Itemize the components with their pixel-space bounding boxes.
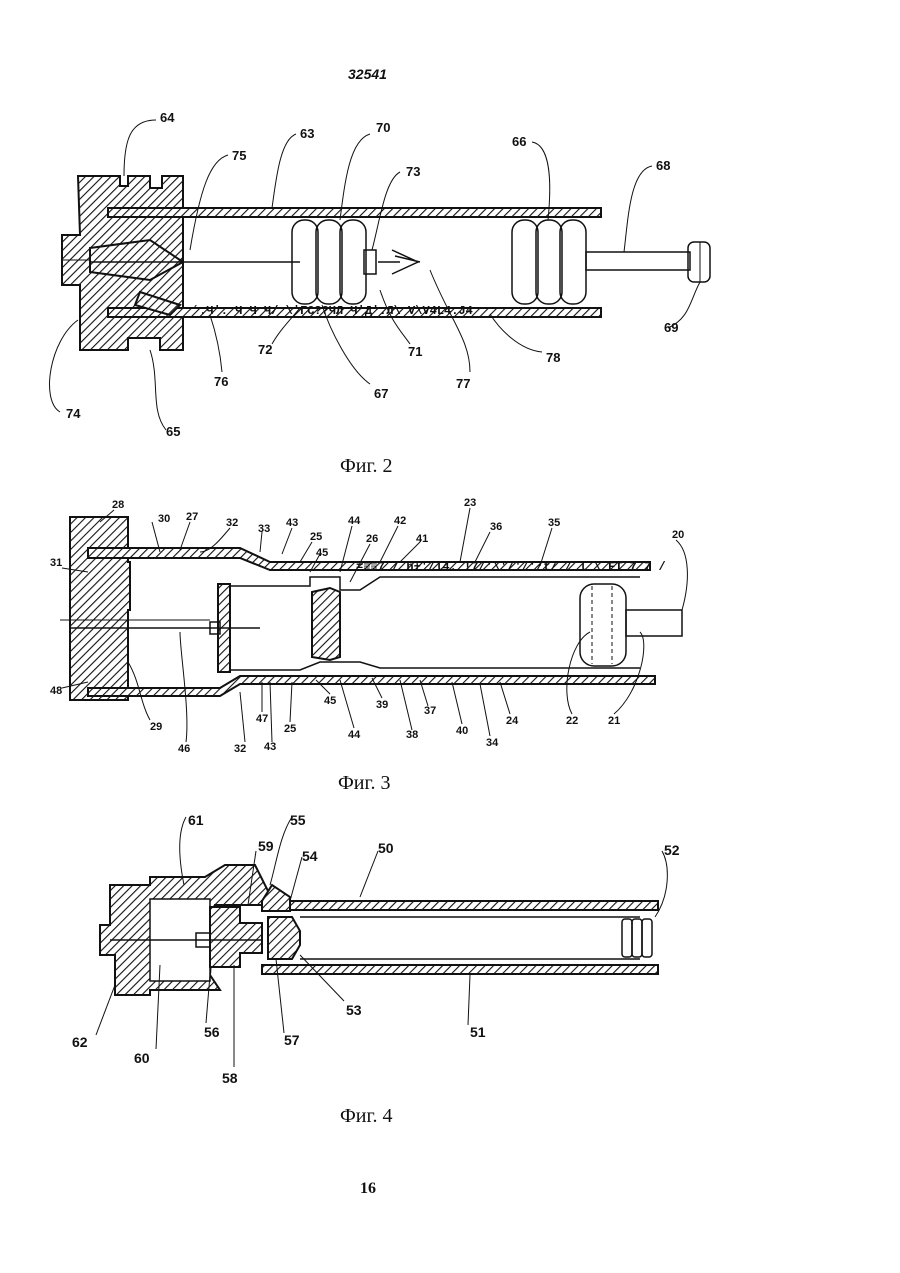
- label-76: 76: [214, 374, 228, 389]
- label-43-top: 43: [286, 517, 298, 529]
- figure-2-caption: Фиг. 2: [340, 455, 392, 478]
- label-48: 48: [50, 685, 62, 697]
- page-number: 16: [360, 1180, 376, 1198]
- label-56: 56: [204, 1024, 220, 1040]
- figure-4-caption: Фиг. 4: [340, 1105, 392, 1128]
- label-70: 70: [376, 120, 390, 135]
- label-78: 78: [546, 350, 560, 365]
- piston-52: [622, 919, 652, 957]
- label-28: 28: [112, 499, 124, 511]
- label-59: 59: [258, 838, 274, 854]
- label-40: 40: [456, 725, 468, 737]
- label-51: 51: [470, 1024, 486, 1040]
- label-34: 34: [486, 737, 499, 749]
- label-58: 58: [222, 1070, 238, 1086]
- label-47: 47: [256, 713, 268, 725]
- label-26: 26: [366, 533, 378, 545]
- figure-3-noise-text: =≡≡7 / h+'/l4. !7/'\'/'/'/t/ / l \ FT 7 …: [356, 560, 666, 574]
- stopper-70: [292, 220, 366, 304]
- document-number: 32541: [348, 66, 387, 82]
- label-25-bottom: 25: [284, 723, 296, 735]
- label-60: 60: [134, 1050, 150, 1066]
- figure-2-noise-text: ˊ.Ч'. Ч Ч Ч/ \'ГС??ЧЛ Ч'Д'.Л\ V\V4L4.J4: [192, 304, 473, 318]
- label-68: 68: [656, 158, 670, 173]
- label-36: 36: [490, 521, 502, 533]
- figure-3-drawing: =≡≡7 / h+'/l4. !7/'\'/'/'/t/ / l \ FT 7 …: [0, 492, 900, 757]
- figure-4-drawing: 61 55 59 54 50 52 62 60 56 58 57 53 51: [0, 805, 900, 1090]
- label-23: 23: [464, 497, 476, 509]
- label-45-top: 45: [316, 547, 328, 559]
- stopper-66: [512, 220, 586, 304]
- label-74: 74: [66, 406, 81, 421]
- label-71: 71: [408, 344, 422, 359]
- label-44-bottom: 44: [348, 729, 361, 741]
- label-57: 57: [284, 1032, 300, 1048]
- label-38: 38: [406, 729, 418, 741]
- label-67: 67: [374, 386, 388, 401]
- label-43-bottom: 43: [264, 741, 276, 753]
- figure-2-drawing: ˊ.Ч'. Ч Ч Ч/ \'ГС??ЧЛ Ч'Д'.Л\ V\V4L4.J4 …: [0, 100, 900, 440]
- label-69: 69: [664, 320, 678, 335]
- label-55: 55: [290, 812, 306, 828]
- label-54: 54: [302, 848, 318, 864]
- label-41: 41: [416, 533, 428, 545]
- label-75: 75: [232, 148, 246, 163]
- label-27: 27: [186, 511, 198, 523]
- label-77: 77: [456, 376, 470, 391]
- label-32-bottom: 32: [234, 743, 246, 755]
- label-46: 46: [178, 743, 190, 755]
- label-61: 61: [188, 812, 204, 828]
- label-64: 64: [160, 110, 175, 125]
- label-21: 21: [608, 715, 620, 727]
- label-63: 63: [300, 126, 314, 141]
- label-20: 20: [672, 529, 684, 541]
- label-53: 53: [346, 1002, 362, 1018]
- label-42: 42: [394, 515, 406, 527]
- label-66: 66: [512, 134, 526, 149]
- label-35: 35: [548, 517, 560, 529]
- label-24: 24: [506, 715, 519, 727]
- label-31: 31: [50, 557, 62, 569]
- label-25-top: 25: [310, 531, 322, 543]
- label-73: 73: [406, 164, 420, 179]
- label-22: 22: [566, 715, 578, 727]
- label-52: 52: [664, 842, 680, 858]
- label-45-bottom: 45: [324, 695, 336, 707]
- figure-3-caption: Фиг. 3: [338, 772, 390, 795]
- label-32-top: 32: [226, 517, 238, 529]
- label-30: 30: [158, 513, 170, 525]
- label-39: 39: [376, 699, 388, 711]
- label-62: 62: [72, 1034, 88, 1050]
- label-29: 29: [150, 721, 162, 733]
- label-50: 50: [378, 840, 394, 856]
- label-33: 33: [258, 523, 270, 535]
- label-37: 37: [424, 705, 436, 717]
- label-65: 65: [166, 424, 180, 439]
- label-44-top: 44: [348, 515, 361, 527]
- label-72: 72: [258, 342, 272, 357]
